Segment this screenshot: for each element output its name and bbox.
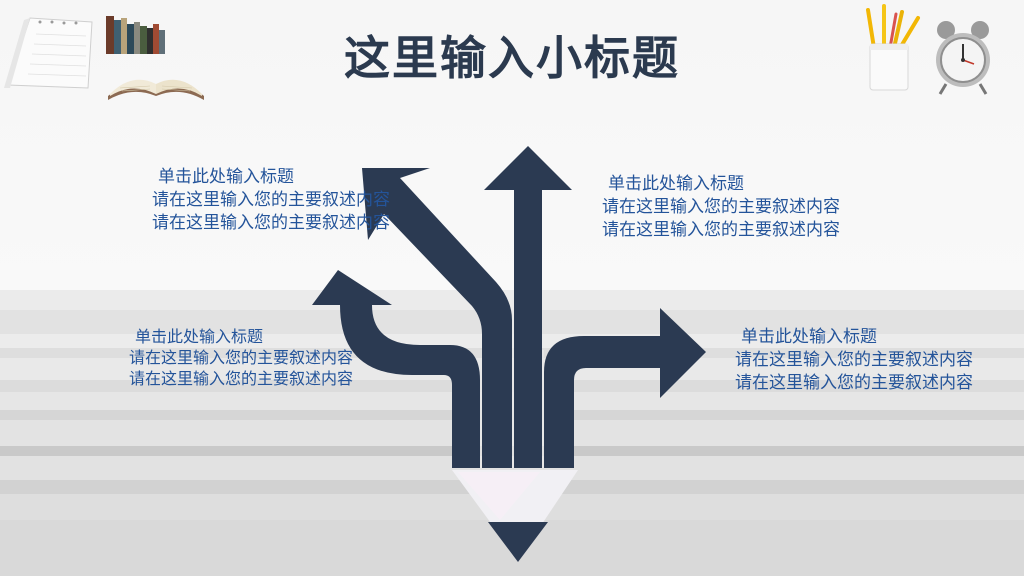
arrows-diagram bbox=[312, 146, 706, 562]
block-line[interactable]: 请在这里输入您的主要叙述内容 bbox=[152, 190, 390, 210]
text-block-middle-right: 单击此处输入标题 请在这里输入您的主要叙述内容 请在这里输入您的主要叙述内容 bbox=[735, 326, 973, 395]
desk-calendar-icon bbox=[4, 17, 93, 89]
pencil-lead bbox=[488, 522, 548, 562]
block-heading[interactable]: 单击此处输入标题 bbox=[608, 174, 744, 194]
block-line[interactable]: 请在这里输入您的主要叙述内容 bbox=[735, 373, 973, 393]
text-block-top-left: 单击此处输入标题 请在这里输入您的主要叙述内容 请在这里输入您的主要叙述内容 bbox=[152, 166, 390, 235]
page-title: 这里输入小标题 bbox=[344, 31, 680, 85]
alarm-clock-icon bbox=[936, 21, 990, 95]
block-line[interactable]: 请在这里输入您的主要叙述内容 bbox=[129, 369, 354, 388]
block-line[interactable]: 请在这里输入您的主要叙述内容 bbox=[602, 197, 840, 217]
block-heading[interactable]: 单击此处输入标题 bbox=[158, 167, 294, 187]
pencil-cup-icon bbox=[866, 4, 920, 91]
block-line[interactable]: 请在这里输入您的主要叙述内容 bbox=[129, 348, 354, 367]
text-block-middle-left: 单击此处输入标题 请在这里输入您的主要叙述内容 请在这里输入您的主要叙述内容 bbox=[129, 326, 353, 389]
block-line[interactable]: 请在这里输入您的主要叙述内容 bbox=[152, 213, 390, 233]
text-block-top-right: 单击此处输入标题 请在这里输入您的主要叙述内容 请在这里输入您的主要叙述内容 bbox=[602, 173, 840, 242]
arrow-up bbox=[484, 146, 572, 468]
arrow-right-curve bbox=[544, 308, 706, 468]
block-line[interactable]: 请在这里输入您的主要叙述内容 bbox=[602, 220, 840, 240]
block-line[interactable]: 请在这里输入您的主要叙述内容 bbox=[735, 350, 973, 370]
books-icon bbox=[106, 16, 165, 54]
block-heading[interactable]: 单击此处输入标题 bbox=[135, 327, 264, 346]
arrow-upper-left bbox=[362, 168, 512, 468]
block-heading[interactable]: 单击此处输入标题 bbox=[741, 327, 877, 347]
open-book-icon bbox=[108, 79, 204, 100]
arrow-left-curve bbox=[312, 270, 480, 468]
